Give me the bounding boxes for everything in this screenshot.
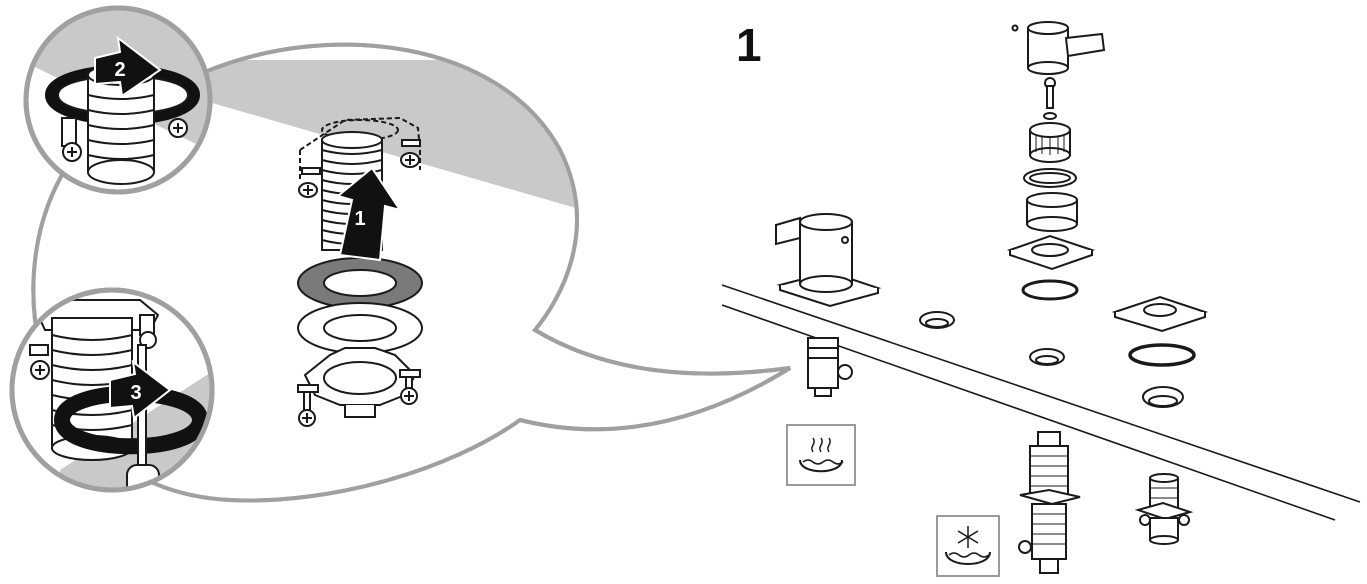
bracket-screw-left [297,384,319,427]
cold-water-snowflake-icon [936,515,1000,577]
hot-tap-installed [775,213,882,397]
rotate-arrow-bottom-label: 3 [130,382,141,404]
cold-tap-exploded [919,21,1106,574]
spout-parts [1111,295,1209,545]
hot-water-basin-icon [786,424,856,486]
detail-circle-bottom: 3 [9,287,215,493]
detail-circle-top: 2 [23,5,213,195]
bracket-screw-right [399,369,421,405]
lift-arrow-label: 1 [354,208,365,230]
bracket-nut [303,347,417,418]
step-number: 1 [736,19,762,71]
ghost-screw-right [400,139,421,168]
rotate-arrow-top-label: 2 [114,59,125,81]
lift-arrow: 1 [335,166,403,262]
ghost-screw-left [298,167,321,198]
gasket-dark [297,257,423,309]
gasket-light [297,302,423,354]
